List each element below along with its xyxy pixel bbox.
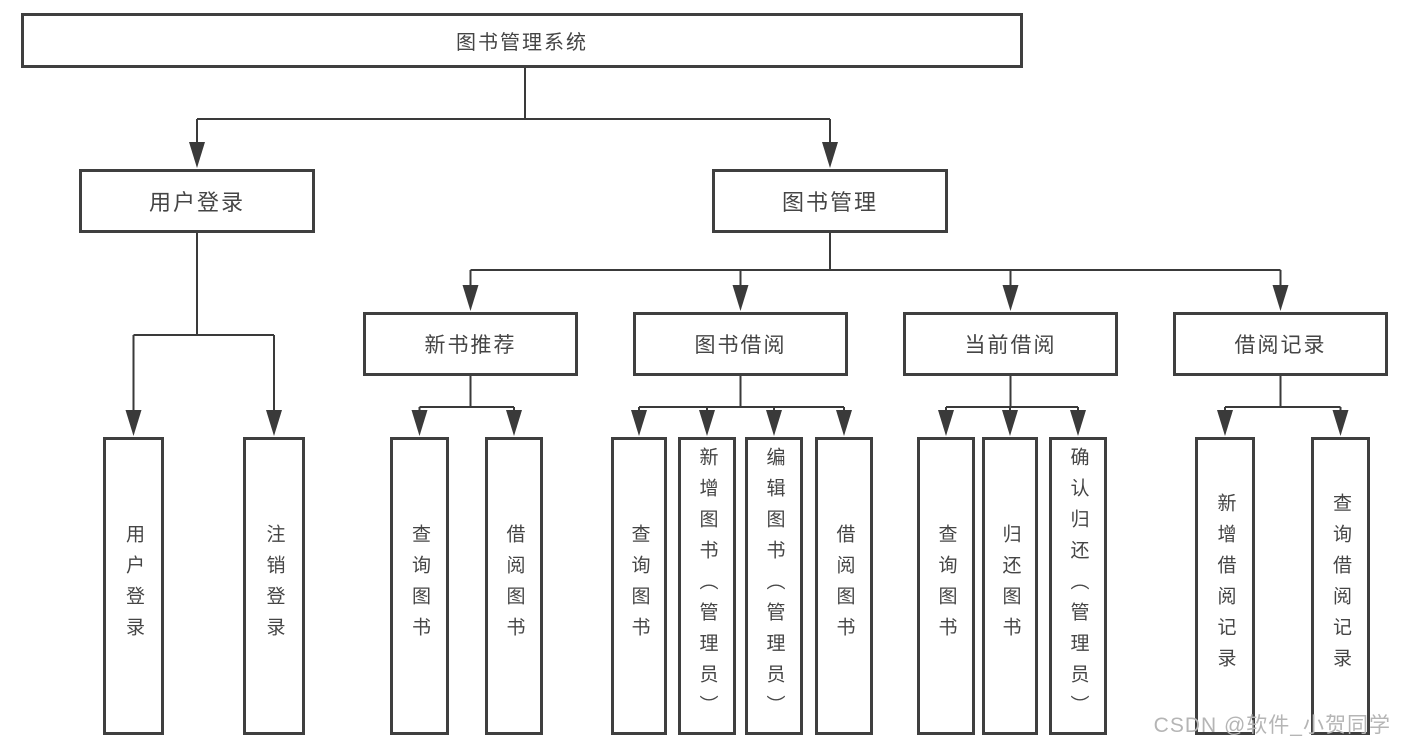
leaf-query-borrow-record: 查询借阅记录	[1311, 437, 1370, 735]
node-label: 新增图书（管理员）	[696, 446, 718, 726]
node-label: 查询图书	[409, 524, 430, 648]
leaf-user-login: 用户登录	[103, 437, 164, 735]
node-label: 新书推荐	[424, 334, 517, 357]
node-label: 借阅图书	[833, 524, 855, 648]
node-label: 查询图书	[628, 524, 650, 648]
node-label: 图书管理系统	[456, 32, 588, 54]
node-label: 注销登录	[263, 524, 285, 648]
node-label: 当前借阅	[964, 334, 1057, 357]
leaf-borrow-books: 借阅图书	[815, 437, 873, 735]
node-new-book-recommendation: 新书推荐	[363, 312, 578, 376]
node-label: 归还图书	[999, 524, 1021, 648]
node-label: 图书管理	[781, 190, 878, 215]
node-book-borrowing: 图书借阅	[633, 312, 848, 376]
node-current-borrowing: 当前借阅	[903, 312, 1118, 376]
node-label: 图书借阅	[694, 334, 787, 357]
node-label: 用户登录	[148, 190, 245, 215]
node-label: 查询借阅记录	[1330, 493, 1351, 679]
leaf-confirm-return-admin: 确认归还（管理员）	[1049, 437, 1107, 735]
node-label: 借阅记录	[1234, 334, 1327, 357]
node-borrowing-records: 借阅记录	[1173, 312, 1388, 376]
node-label: 借阅图书	[503, 524, 525, 648]
leaf-query-books-recommend: 查询图书	[390, 437, 449, 735]
leaf-query-books-current: 查询图书	[917, 437, 975, 735]
leaf-add-books-admin: 新增图书（管理员）	[678, 437, 736, 735]
leaf-borrow-books-recommend: 借阅图书	[485, 437, 543, 735]
node-label: 新增借阅记录	[1214, 493, 1236, 679]
leaf-return-books: 归还图书	[982, 437, 1038, 735]
node-label: 确认归还（管理员）	[1067, 446, 1089, 726]
arrowheads	[125, 142, 1349, 436]
leaf-query-books-borrowing: 查询图书	[611, 437, 667, 735]
leaf-edit-books-admin: 编辑图书（管理员）	[745, 437, 803, 735]
leaf-add-borrow-record: 新增借阅记录	[1195, 437, 1255, 735]
csdn-watermark: CSDN @软件_小贺同学	[1153, 714, 1391, 737]
node-label: 查询图书	[935, 524, 957, 648]
node-user-login: 用户登录	[79, 169, 315, 233]
node-label: 编辑图书（管理员）	[763, 446, 785, 726]
node-book-management: 图书管理	[712, 169, 948, 233]
leaf-logout: 注销登录	[243, 437, 305, 735]
node-label: 用户登录	[123, 524, 144, 648]
node-library-management-system: 图书管理系统	[21, 13, 1023, 68]
